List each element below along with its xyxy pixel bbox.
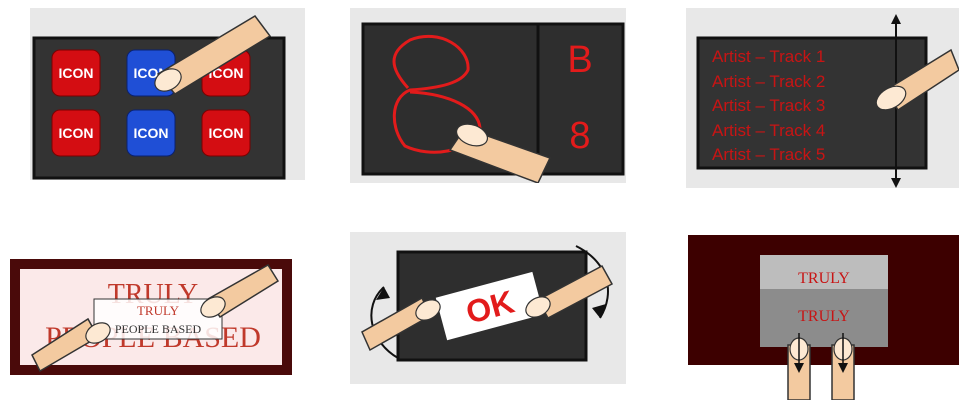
svg-text:ICON: ICON bbox=[59, 65, 94, 81]
panel-handwriting: B 8 bbox=[350, 8, 626, 183]
track-item: Artist – Track 4 bbox=[712, 121, 825, 140]
recognized-digit: 8 bbox=[569, 115, 590, 157]
track-item: Artist – Track 5 bbox=[712, 145, 825, 164]
icon-button-6[interactable]: ICON bbox=[202, 110, 250, 156]
svg-text:ICON: ICON bbox=[209, 125, 244, 141]
svg-text:TRULY: TRULY bbox=[137, 303, 180, 318]
finger-icon bbox=[788, 333, 810, 400]
panel-two-finger-drag: TRULY TRULY bbox=[688, 235, 959, 400]
svg-text:PEOPLE BASED: PEOPLE BASED bbox=[115, 322, 202, 336]
svg-text:ICON: ICON bbox=[134, 125, 169, 141]
icon-button-5[interactable]: ICON bbox=[127, 110, 175, 156]
track-item: Artist – Track 1 bbox=[712, 47, 825, 66]
icon-button-1[interactable]: ICON bbox=[52, 50, 100, 96]
word-bottom[interactable]: TRULY bbox=[798, 308, 850, 325]
icon-button-4[interactable]: ICON bbox=[52, 110, 100, 156]
panel-scroll-list: Artist – Track 1 Artist – Track 2 Artist… bbox=[686, 8, 959, 188]
track-item: Artist – Track 2 bbox=[712, 72, 825, 91]
svg-text:ICON: ICON bbox=[59, 125, 94, 141]
panel-icon-grid: ICON ICON ICON ICON ICON ICON bbox=[30, 8, 305, 180]
finger-icon bbox=[832, 333, 854, 400]
word-top: TRULY bbox=[798, 270, 850, 287]
panel-rotate: OK bbox=[350, 232, 626, 384]
track-list[interactable]: Artist – Track 1 Artist – Track 2 Artist… bbox=[712, 47, 825, 164]
track-item: Artist – Track 3 bbox=[712, 96, 825, 115]
panel-pinch-zoom: TRULY PEOPLE BASED TRULY PEOPLE BASED bbox=[8, 255, 298, 380]
recognized-letter: B bbox=[567, 39, 592, 81]
